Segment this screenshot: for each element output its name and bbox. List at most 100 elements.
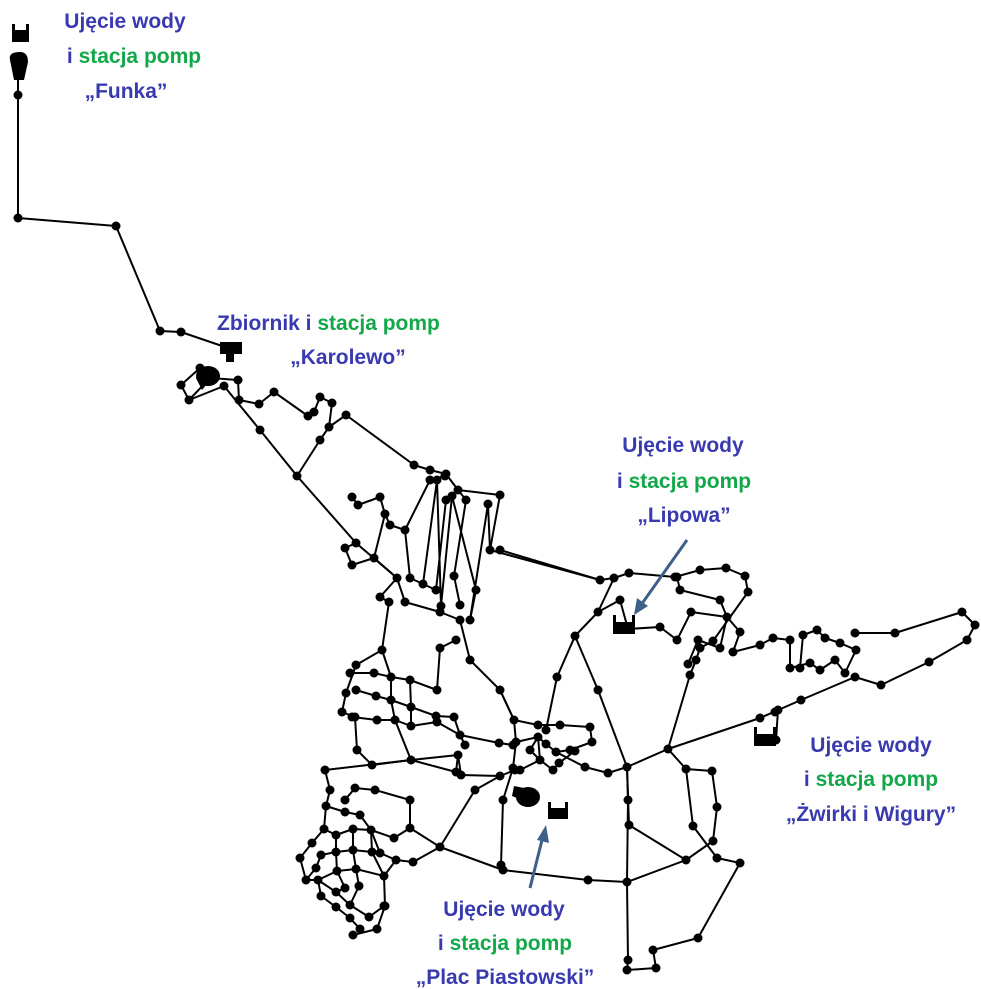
- pipe-junction-node: [805, 658, 815, 668]
- pipe-junction-node: [386, 672, 396, 682]
- pipe-junction-node: [651, 963, 661, 973]
- pipe-junction-node: [315, 435, 325, 445]
- pipe-junction-node: [331, 902, 341, 912]
- pipe-junction-node: [13, 90, 23, 100]
- pipe-junction-node: [13, 67, 23, 77]
- pipe-junction-node: [691, 655, 701, 665]
- pipe-junction-node: [345, 900, 355, 910]
- reservoir-icon-right: [773, 727, 776, 736]
- pipe-junction-node: [593, 607, 603, 617]
- pipe-junction-node: [675, 585, 685, 595]
- label-line: i stacja pomp: [617, 470, 751, 493]
- pipe-junction-node: [435, 842, 445, 852]
- label-line: i stacja pomp: [67, 45, 201, 68]
- pipe-junction-node: [316, 891, 326, 901]
- pipe-nodes: [13, 67, 980, 975]
- pipe-junction-node: [850, 672, 860, 682]
- pipe-junction-node: [353, 500, 363, 510]
- label-line: „Karolewo”: [290, 346, 406, 369]
- pipe-junction-node: [384, 597, 394, 607]
- pipe-junction-node: [406, 755, 416, 765]
- label-line: „Żwirki i Wigury”: [786, 803, 956, 826]
- pipe-junction-node: [325, 785, 335, 795]
- pipe-junction-node: [379, 871, 389, 881]
- pipe-junction-node: [364, 912, 374, 922]
- pipe-junction-node: [603, 768, 613, 778]
- pipe-junction-node: [533, 720, 543, 730]
- pipe-junction-node: [622, 762, 632, 772]
- pipe-junction-node: [391, 855, 401, 865]
- pipe-junction-node: [301, 875, 311, 885]
- pipe-junction-node: [372, 715, 382, 725]
- pipe-east-trunk: [499, 549, 749, 593]
- pipe-junction-node: [432, 685, 442, 695]
- pipe-junction-node: [541, 739, 551, 749]
- pipe-junction-node: [176, 380, 186, 390]
- pipe-junction-node: [431, 585, 441, 595]
- pipe-junction-node: [511, 737, 521, 747]
- label-line: i stacja pomp: [804, 768, 938, 791]
- pipe-junction-node: [485, 545, 495, 555]
- pipe-junction-node: [449, 712, 459, 722]
- pipe-junction-node: [494, 738, 504, 748]
- pipe-junction-node: [583, 875, 593, 885]
- pipe-junction-node: [548, 765, 558, 775]
- pipe-junction-node: [570, 631, 580, 641]
- pipe-junction-node: [234, 395, 244, 405]
- pipe-junction-node: [155, 326, 165, 336]
- pipe-junction-node: [341, 410, 351, 420]
- pipe-junction-node: [509, 715, 519, 725]
- pipe-junction-node: [352, 745, 362, 755]
- pipe-junction-node: [755, 713, 765, 723]
- pipe-junction-node: [685, 670, 695, 680]
- pipe-junction-node: [708, 836, 718, 846]
- reservoir-icon-left: [548, 802, 551, 810]
- pipe-junction-node: [375, 848, 385, 858]
- pipe-junction-node: [552, 672, 562, 682]
- pipe-junction-node: [351, 864, 361, 874]
- pipe-junction-node: [347, 560, 357, 570]
- pipe-junction-node: [695, 565, 705, 575]
- pipe-junction-node: [341, 688, 351, 698]
- pipe-junction-node: [351, 660, 361, 670]
- pipe-network: [17, 71, 976, 971]
- pipe-north-grid-e: [344, 513, 386, 566]
- pipe-junction-node: [785, 663, 795, 673]
- pipe-junction-node: [392, 573, 402, 583]
- pipe-junction-node: [693, 933, 703, 943]
- pipe-junction-node: [13, 213, 23, 223]
- pipe-junction-node: [451, 767, 461, 777]
- pipe-junction-node: [367, 847, 377, 857]
- pipe-junction-node: [340, 543, 350, 553]
- label-line: Ujęcie wody: [622, 434, 744, 457]
- label-zwirki: Ujęcie wody i stacja pomp „Żwirki i Wigu…: [786, 734, 956, 826]
- pipe-east-i: [626, 766, 687, 861]
- pipe-junction-node: [715, 643, 725, 653]
- pipe-junction-node: [354, 881, 364, 891]
- pipe-junction-node: [385, 520, 395, 530]
- pipe-junction-node: [453, 750, 463, 760]
- pipe-junction-node: [812, 625, 822, 635]
- pipe-junction-node: [321, 801, 331, 811]
- pipe-junction-node: [728, 647, 738, 657]
- label-line: Ujęcie wody: [64, 10, 186, 33]
- pipe-junction-node: [375, 492, 385, 502]
- pipe-junction-node: [708, 636, 718, 646]
- pipe-junction-node: [595, 575, 605, 585]
- pipe-junction-node: [663, 744, 673, 754]
- pipe-junction-node: [593, 685, 603, 695]
- pipe-junction-node: [655, 622, 665, 632]
- pipe-junction-node: [436, 601, 446, 611]
- pipe-junction-node: [721, 563, 731, 573]
- pipe-junction-node: [622, 965, 632, 975]
- pipe-junction-node: [319, 824, 329, 834]
- pipe-junction-node: [400, 525, 410, 535]
- pipe-junction-node: [483, 499, 493, 509]
- pipe-east-f: [574, 635, 629, 883]
- reservoir-icon-right: [565, 802, 568, 810]
- label-line: i stacja pomp: [438, 932, 572, 955]
- pipe-junction-node: [366, 825, 376, 835]
- pipe-junction-node: [533, 732, 543, 742]
- pipe-junction-node: [796, 695, 806, 705]
- pipe-junction-node: [624, 568, 634, 578]
